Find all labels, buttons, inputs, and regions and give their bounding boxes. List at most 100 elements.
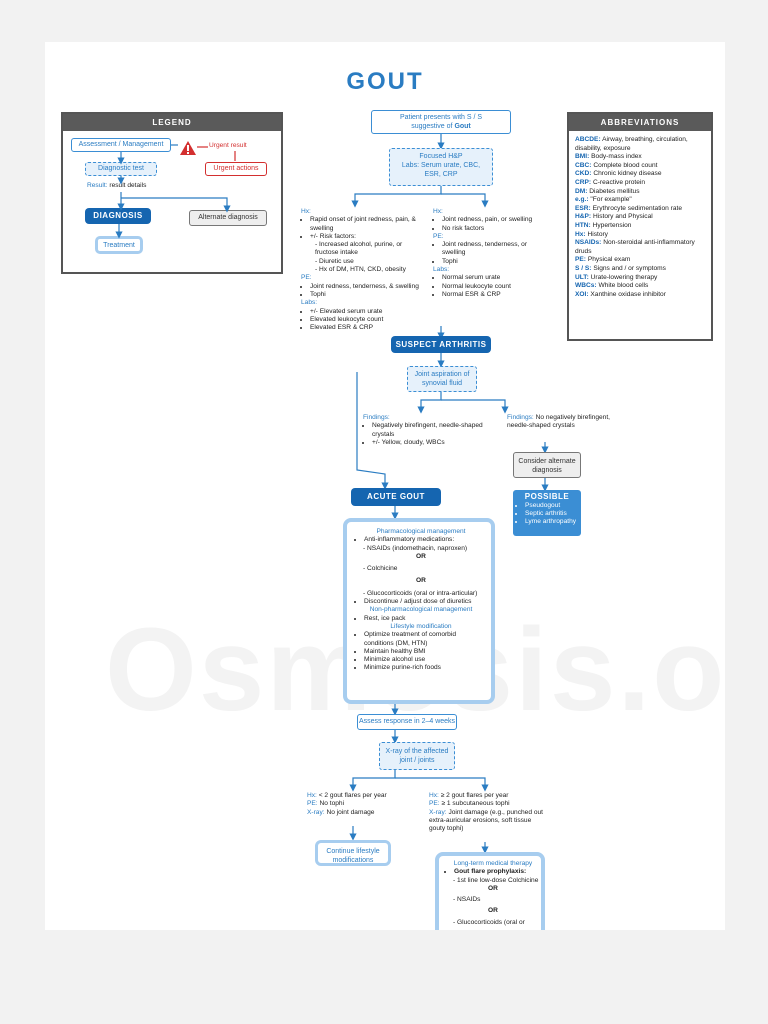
findings-negative: Findings: No negatively birefingent, nee…: [507, 414, 625, 431]
low-xray-text: No joint damage: [326, 808, 375, 816]
high-hx-text: ≥ 2 gout flares per year: [440, 792, 509, 799]
abbreviation-value: History and Physical: [592, 213, 653, 221]
longterm-content: Long-term medical therapy Gout flare pro…: [445, 860, 541, 927]
lifestyle-item: Optimize treatment of comorbid condition…: [364, 631, 487, 648]
abbreviation-key: XOI:: [575, 290, 589, 298]
abbreviation-value: Chronic kidney disease: [593, 170, 662, 178]
legend-connectors: [115, 144, 236, 239]
left-pe-item: Joint redness, tenderness, & swelling: [310, 283, 419, 291]
continue-lifestyle-box: Continue lifestyle modifications: [315, 840, 391, 866]
legend-panel: LEGEND Assessment / Management Diagnosti…: [61, 112, 283, 274]
longterm-title: Long-term medical therapy: [453, 860, 533, 867]
findings-pos-item: Negatively birefingent, needle-shaped cr…: [372, 422, 485, 439]
start-line2: suggestive of: [411, 123, 453, 130]
abbreviations-panel: ABBREVIATIONS ABCDE: Airway, breathing, …: [567, 112, 713, 341]
high-pe-text: ≥ 1 subcutaneous tophi: [441, 800, 510, 808]
abbreviation-key: ESR:: [575, 204, 591, 212]
possible-box: POSSIBLE PseudogoutSeptic arthritisLyme …: [513, 490, 581, 536]
abbreviation-row: CBC: Complete blood count: [575, 162, 705, 171]
legend-result-label: Result:: [87, 182, 108, 189]
abbreviation-row: H&P: History and Physical: [575, 213, 705, 222]
right-pe-list: Joint redness, tenderness, or swellingTo…: [433, 241, 551, 266]
focused-title: Focused H&P: [419, 153, 463, 160]
legend-urgent-actions: Urgent actions: [205, 162, 267, 176]
lifestyle-item: Minimize purine-rich foods: [364, 664, 487, 672]
abbreviation-value: Physical exam: [587, 256, 631, 264]
left-branch-findings: Hx: Rapid onset of joint redness, pain, …: [301, 208, 419, 332]
abbreviation-key: Hx:: [575, 230, 586, 238]
high-xray: X-ray: Joint damage (e.g., punched out e…: [429, 809, 549, 834]
focused-hp-box: Focused H&P Labs: Serum urate, CBC, ESR,…: [389, 148, 493, 186]
rest-list: Rest, ice pack: [355, 615, 487, 623]
abbreviation-key: CRP:: [575, 178, 592, 186]
abbreviation-key: S / S:: [575, 264, 592, 272]
abbreviation-value: Body-mass index: [591, 153, 642, 161]
lifestyle-item: Minimize alcohol use: [364, 656, 487, 664]
abbreviation-key: HTN:: [575, 221, 591, 229]
left-hx-label: Hx:: [301, 208, 311, 215]
acute-gout-pill: ACUTE GOUT: [351, 488, 441, 506]
right-hx-label: Hx:: [433, 208, 443, 215]
left-labs-item: Elevated leukocyte count: [310, 316, 419, 324]
low-pe-label: PE:: [307, 800, 318, 808]
consider-alternate-box: Consider alternate diagnosis: [513, 452, 581, 478]
prophylaxis-list: Gout flare prophylaxis:: [445, 868, 541, 876]
longterm-or-2: OR: [488, 907, 498, 915]
abbreviations-list: ABCDE: Airway, breathing, circulation, d…: [569, 131, 711, 304]
abbreviation-key: e.g.:: [575, 196, 589, 204]
legend-diagnosis-pill: DIAGNOSIS: [85, 208, 151, 224]
abbreviation-key: CKD:: [575, 170, 592, 178]
findings-positive: Findings: Negatively birefingent, needle…: [363, 414, 485, 447]
abbreviation-value: History: [587, 230, 608, 238]
start-bold: Gout: [454, 123, 471, 130]
abbreviations-heading: ABBREVIATIONS: [569, 114, 711, 131]
diuretics-list: Discontinue / adjust dose of diuretics: [355, 598, 487, 606]
abbreviation-row: ULT: Urate-lowering therapy: [575, 274, 705, 283]
rest-item: Rest, ice pack: [364, 615, 487, 623]
low-pe: PE: No tophi: [307, 800, 417, 808]
low-hx-text: < 2 gout flares per year: [318, 792, 387, 799]
right-labs-list: Normal serum urateNormal leukocyte count…: [433, 274, 551, 299]
nsaids-option: - NSAIDs (indomethacin, naproxen): [363, 544, 468, 552]
high-hx-label: Hx:: [429, 792, 439, 799]
abbreviation-row: DM: Diabetes mellitus: [575, 188, 705, 197]
abbreviation-row: NSAIDs: Non-steroidal anti-inflammatory …: [575, 239, 705, 256]
abbreviation-row: CRP: C-reactive protein: [575, 179, 705, 188]
management-content: Pharmacological management Anti-inflamma…: [355, 528, 487, 673]
low-hx-label: Hx:: [307, 792, 317, 799]
right-labs-item: Normal ESR & CRP: [442, 291, 551, 299]
findings-pos-list: Negatively birefingent, needle-shaped cr…: [363, 422, 485, 447]
left-labs-list: +/- Elevated serum urateElevated leukocy…: [301, 308, 419, 333]
joint-aspiration-box: Joint aspiration of synovial fluid: [407, 366, 477, 392]
abbreviation-value: Diabetes mellitus: [589, 187, 640, 195]
left-hx-item: +/- Risk factors:: [310, 233, 419, 241]
start-box: Patient presents with S / S suggestive o…: [371, 110, 511, 134]
anti-inflammatory-item: Anti-inflammatory medications:: [364, 536, 487, 544]
abbreviation-row: BMI: Body-mass index: [575, 153, 705, 162]
high-branch: Hx: ≥ 2 gout flares per year PE: ≥ 1 sub…: [429, 792, 549, 833]
longterm-or-1: OR: [488, 884, 498, 892]
diuretics-item: Discontinue / adjust dose of diuretics: [364, 598, 487, 606]
findings-neg-text: No negatively birefingent, needle-shaped…: [507, 414, 611, 430]
right-labs-item: Normal leukocyte count: [442, 283, 551, 291]
abbreviation-row: ESR: Erythrocyte sedimentation rate: [575, 205, 705, 214]
prophylaxis-item: Gout flare prophylaxis:: [454, 868, 541, 876]
abbreviation-value: Xanthine oxidase inhibitor: [590, 290, 666, 298]
abbreviation-key: PE:: [575, 256, 586, 264]
left-pe-label: PE:: [301, 274, 312, 282]
abbreviation-value: "For example": [590, 196, 632, 204]
left-labs-label: Labs:: [301, 299, 318, 307]
or-1: OR: [416, 552, 426, 560]
left-hx-list: Rapid onset of joint redness, pain, & sw…: [301, 216, 419, 241]
abbreviation-row: WBCs: White blood cells: [575, 282, 705, 291]
abbreviation-value: Hypertension: [592, 221, 632, 229]
low-hx: Hx: < 2 gout flares per year: [307, 792, 417, 800]
lifestyle-title: Lifestyle modification: [390, 622, 452, 630]
possible-item: Lyme arthropathy: [525, 518, 581, 526]
left-risk-item: - Hx of DM, HTN, CKD, obesity: [315, 266, 406, 274]
right-labs-item: Normal serum urate: [442, 274, 551, 282]
right-hx-item: Joint redness, pain, or swelling: [442, 216, 551, 224]
longterm-box: Long-term medical therapy Gout flare pro…: [435, 852, 545, 930]
assess-response-box: Assess response in 2–4 weeks: [357, 714, 457, 730]
low-branch: Hx: < 2 gout flares per year PE: No toph…: [307, 792, 417, 817]
